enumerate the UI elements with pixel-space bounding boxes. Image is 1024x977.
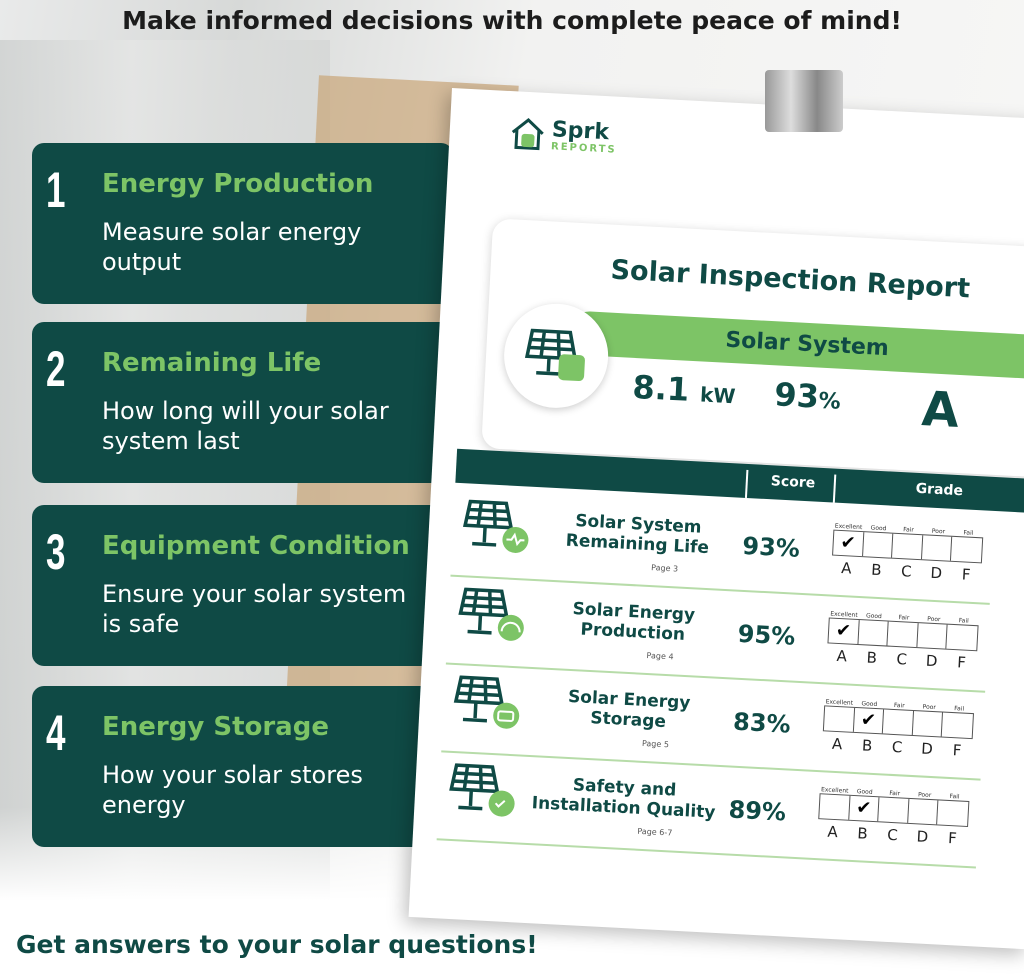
grade-letter: D <box>916 827 929 846</box>
grade-column-header: Grade <box>915 480 964 500</box>
grade-box <box>917 623 949 649</box>
headline: Make informed decisions with complete pe… <box>122 6 902 35</box>
grade-box <box>892 533 924 560</box>
grade-letter: B <box>856 824 869 843</box>
grade-letter: F <box>961 565 972 584</box>
grade-box <box>878 797 910 823</box>
grade-box <box>947 625 978 651</box>
row-page: Page 6-7 <box>637 826 673 838</box>
grade-letter: D <box>920 739 934 759</box>
grade-box <box>883 709 914 735</box>
solar-panel-shield-icon <box>449 763 515 817</box>
grade-letter: A <box>831 734 843 754</box>
grade-box <box>862 532 894 558</box>
grade-letter: C <box>891 737 903 757</box>
solar-panel-battery-icon <box>453 675 520 729</box>
grade-box: ✔ <box>853 707 885 734</box>
grade-box <box>912 711 944 737</box>
feature-description: Measure solar energy output <box>102 218 362 276</box>
grade-letter: B <box>870 560 882 580</box>
grade-letter: D <box>925 651 938 671</box>
grade-letter: C <box>900 562 913 581</box>
row-name: Solar System Remaining Life <box>565 511 710 559</box>
row-score: 83% <box>732 707 792 739</box>
row-page: Page 4 <box>646 650 674 662</box>
score-unit: % <box>817 388 842 415</box>
system-size: 8.1 kW <box>632 368 737 411</box>
system-grade: A <box>920 381 961 439</box>
summary-card: Solar Inspection Report Solar System 8.1… <box>481 218 1024 478</box>
grade-box: ✔ <box>828 618 860 645</box>
feature-description: How your solar stores energy <box>102 761 363 819</box>
feature-title: Energy Storage <box>102 712 329 742</box>
grade-box <box>819 794 851 820</box>
feature-title: Equipment Condition <box>102 531 410 561</box>
solar-panel-gauge-icon <box>458 587 524 641</box>
table-row: Solar Energy Production Page 4 95% Excel… <box>445 576 990 693</box>
row-name: Safety and Installation Quality <box>531 775 716 823</box>
grade-letter: D <box>930 563 943 583</box>
report-title: Solar Inspection Report <box>609 254 971 305</box>
grade-box <box>951 537 982 563</box>
feature-description: Ensure your solar system is safe <box>102 580 407 638</box>
row-page: Page 3 <box>650 563 679 574</box>
grade-letter: A <box>840 559 852 578</box>
grade-box: ✔ <box>848 795 880 822</box>
feature-title: Remaining Life <box>102 348 322 378</box>
grade-letter: C <box>896 650 908 669</box>
feature-number: 2 <box>46 341 66 397</box>
score-value: 93 <box>773 375 820 416</box>
grade-letter: F <box>947 829 958 848</box>
table-row: Solar System Remaining Life Page 3 93% E… <box>450 488 995 605</box>
score-column-header: Score <box>770 473 816 492</box>
grade-letter: B <box>866 648 878 668</box>
grade-box: ✔ <box>833 530 864 557</box>
row-score: 93% <box>741 531 801 563</box>
house-logo-icon <box>511 118 544 151</box>
grade-box <box>858 620 889 646</box>
grade-letter: F <box>956 653 967 672</box>
solar-panel-pulse-icon <box>462 499 529 553</box>
size-unit: kW <box>699 382 737 409</box>
logo-name: Sprk <box>551 116 610 145</box>
feature-number: 3 <box>46 524 66 580</box>
feature-number: 1 <box>46 162 66 218</box>
grade-box <box>938 800 969 826</box>
size-value: 8.1 <box>631 367 691 409</box>
feature-number: 4 <box>46 705 66 761</box>
grade-letter: F <box>952 741 962 760</box>
row-page: Page 5 <box>641 738 670 750</box>
row-name: Solar Energy Production <box>572 599 696 645</box>
row-name: Solar Energy Storage <box>567 686 691 733</box>
grade-box <box>921 535 953 561</box>
grade-letter: A <box>836 646 848 666</box>
system-score: 93% <box>773 375 841 416</box>
grade-letter: C <box>886 825 899 845</box>
binder-clip <box>765 70 843 132</box>
grade-box <box>907 798 939 825</box>
feature-title: Energy Production <box>102 169 374 199</box>
grade-letter: B <box>861 736 873 755</box>
row-score: 89% <box>727 795 787 827</box>
footer-tagline: Get answers to your solar questions! <box>16 930 538 959</box>
table-row: Safety and Installation Quality Page 6-7… <box>436 752 981 869</box>
feature-description: How long will your solar system last <box>102 397 389 455</box>
row-score: 95% <box>737 619 796 651</box>
grade-letter: A <box>826 822 839 842</box>
grade-box <box>887 621 919 648</box>
table-row: Solar Energy Storage Page 5 83% Excellen… <box>441 664 986 781</box>
grade-box <box>942 713 973 739</box>
solar-panel-logo-icon <box>501 301 611 411</box>
grade-box <box>823 706 855 732</box>
